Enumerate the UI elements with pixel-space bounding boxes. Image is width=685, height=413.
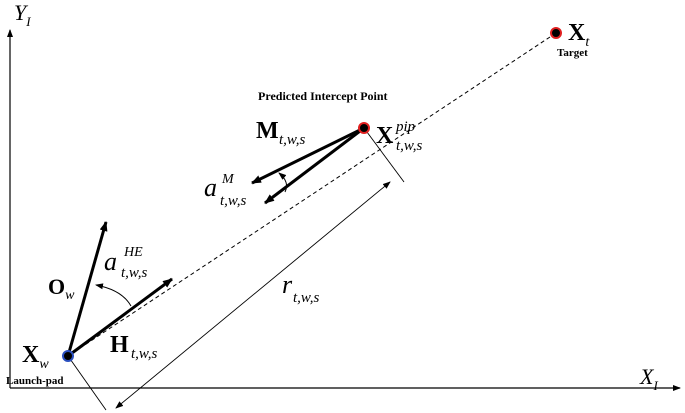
aHE-superscript: HE	[123, 245, 143, 260]
y-axis-label: YI	[14, 0, 31, 29]
x-axis-label: XI	[639, 364, 658, 393]
aHE-symbol: a	[104, 247, 117, 276]
launch-symbol: Xw	[22, 342, 49, 372]
launch-point	[62, 350, 74, 362]
angle-arc-M	[278, 172, 287, 193]
aHE-subscript: t,w,s	[121, 265, 148, 281]
target-symbol: Xt	[568, 20, 590, 50]
m-subscript: t,w,s	[279, 132, 306, 148]
pip-symbol: X	[376, 123, 394, 149]
r-subscript: t,w,s	[293, 290, 320, 306]
r-symbol: r	[282, 270, 293, 299]
aM-subscript: t,w,s	[220, 193, 247, 209]
pip-superscript: pip	[395, 119, 416, 135]
pip-caption: Predicted Intercept Point	[258, 89, 388, 103]
line-of-sight	[67, 32, 557, 357]
target-point	[550, 27, 562, 39]
heading-vector-H	[67, 277, 173, 358]
h-symbol: H	[110, 332, 129, 358]
aM-superscript: M	[221, 172, 235, 187]
m-symbol: M	[256, 118, 279, 144]
range-extension-start	[67, 355, 107, 411]
pip-subscript: t,w,s	[396, 138, 423, 154]
range-dimension-line	[115, 181, 391, 409]
pip-point	[358, 122, 370, 134]
aM-symbol: a	[204, 173, 217, 202]
target-caption: Target	[557, 47, 588, 59]
h-subscript: t,w,s	[131, 346, 158, 362]
missile-vector-M-a	[251, 126, 365, 185]
angle-arc-HE	[95, 283, 132, 307]
range-extension-end	[363, 127, 405, 183]
orientation-vector-O	[66, 221, 108, 357]
missile-vector-M-b	[264, 126, 365, 205]
launch-caption: Launch-pad	[6, 375, 63, 387]
o-symbol: Ow	[48, 274, 75, 303]
